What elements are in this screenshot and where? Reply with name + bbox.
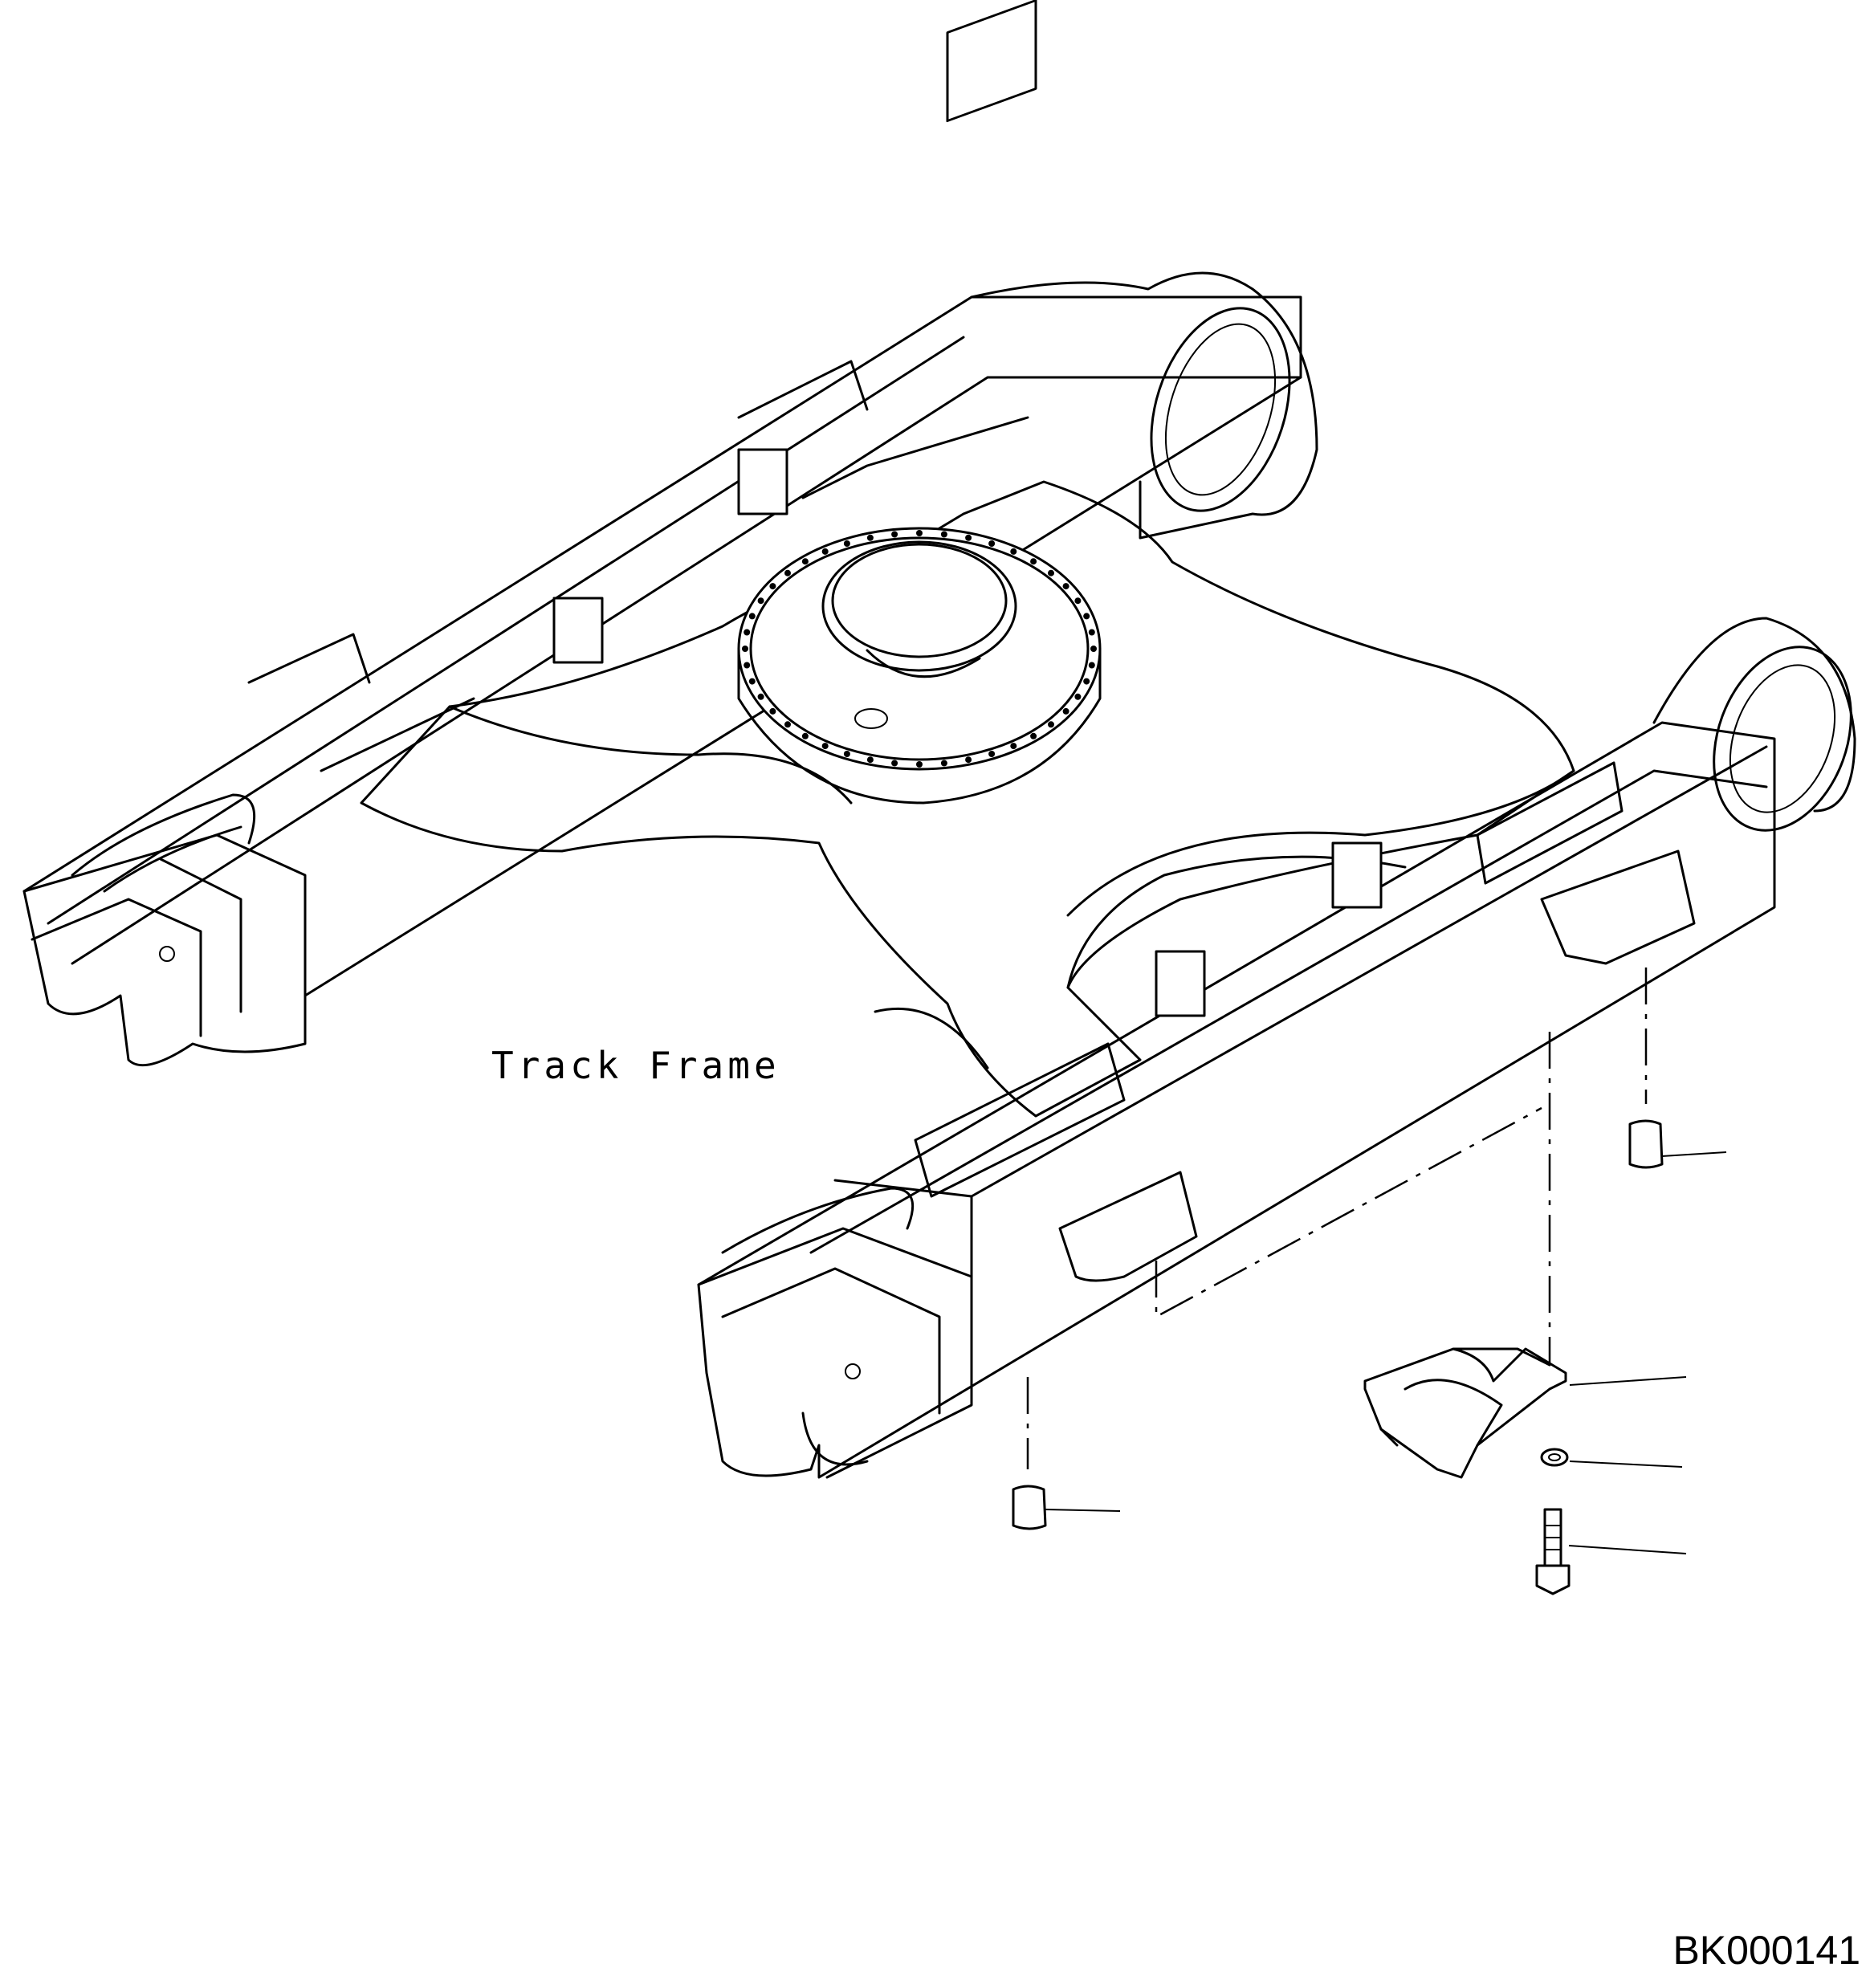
bolt-hole	[965, 534, 972, 541]
bolt-hole	[757, 597, 764, 605]
bolt-hole	[1062, 583, 1069, 590]
bolt-hole	[1030, 558, 1037, 565]
bolt-hole	[1062, 707, 1069, 715]
bolt-hole	[916, 761, 923, 768]
bolt-hole	[742, 646, 748, 652]
bolt-hole	[940, 531, 947, 538]
bolt-hole	[940, 760, 947, 767]
bolt-hole	[1088, 629, 1095, 636]
bolt-part	[1535, 1508, 1571, 1595]
bolt-hole	[988, 751, 996, 757]
bolt-hole	[891, 760, 898, 767]
bolt-hole	[843, 540, 850, 547]
bolt-hole	[784, 569, 791, 576]
bolt-hole	[1090, 646, 1097, 652]
bolt-hole	[1083, 678, 1090, 685]
right-side-frame	[159, 617, 1856, 1479]
bolt-hole	[769, 583, 776, 590]
track-guard-brackets	[247, 360, 1696, 1282]
bolt-hole	[866, 756, 874, 764]
left-side-frame	[22, 271, 1318, 1067]
pin-upper-right	[1628, 1119, 1664, 1169]
drawing-code: BK000141	[1672, 1928, 1860, 1973]
explode-leader-lines	[1026, 968, 1648, 1469]
bolt-hole	[1074, 597, 1082, 605]
swing-circle-bolt-holes	[742, 530, 1097, 768]
bolt-hole	[784, 721, 791, 728]
bolt-hole	[744, 629, 751, 636]
bolt-hole	[757, 693, 764, 700]
bolt-hole	[821, 743, 829, 750]
bolt-hole	[801, 558, 809, 565]
track-frame-label: Track Frame	[491, 1044, 780, 1087]
bolt-hole	[1030, 732, 1037, 739]
bolt-hole	[1010, 743, 1017, 750]
callout-leaders	[1045, 1151, 1727, 1554]
bolt-hole	[1048, 569, 1054, 576]
bolt-hole	[891, 531, 898, 538]
swing-circle	[737, 527, 1102, 805]
bolt-hole	[988, 540, 996, 547]
bolt-hole	[801, 732, 809, 739]
frame-brackets	[320, 0, 1624, 1198]
bolt-hole	[965, 756, 972, 764]
bolt-hole	[748, 678, 756, 685]
bolt-hole	[821, 548, 829, 555]
pin-lower-left	[1012, 1485, 1047, 1530]
bolt-hole	[1074, 693, 1082, 700]
washer-part	[1540, 1448, 1569, 1467]
bolt-hole	[1083, 613, 1090, 620]
bolt-hole	[744, 662, 751, 669]
bolt-hole	[769, 707, 776, 715]
bolt-hole	[916, 530, 923, 536]
bolt-hole	[843, 751, 850, 757]
bolt-hole	[1010, 548, 1017, 555]
bolt-hole	[1048, 721, 1054, 728]
track-guard-part	[1363, 1347, 1567, 1479]
bolt-hole	[1088, 662, 1095, 669]
bolt-hole	[866, 534, 874, 541]
bolt-hole	[748, 613, 756, 620]
